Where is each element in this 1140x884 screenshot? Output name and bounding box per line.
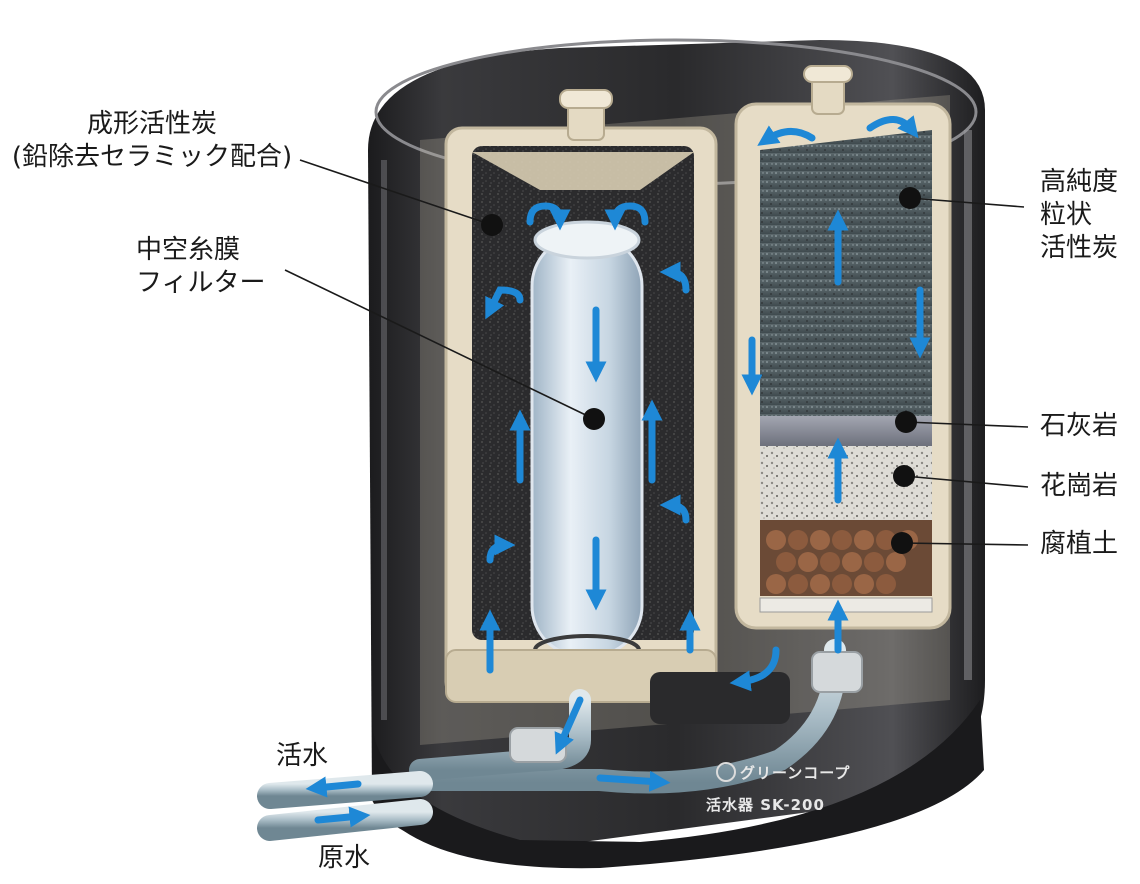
label-high-purity-line3: 活性炭 <box>1040 232 1119 263</box>
cooperative-logo-icon <box>716 762 736 782</box>
label-high-purity-line1: 高純度 <box>1040 167 1119 197</box>
humus-balls <box>766 530 918 594</box>
label-hollow-fiber-line2: フィルター <box>136 267 266 298</box>
flow-arrows <box>305 115 931 828</box>
left-cartridge-funnel <box>472 152 694 190</box>
label-molded-carbon-line2: (鉛除去セラミック配合) <box>11 141 293 172</box>
label-molded-carbon-line1: 成形活性炭 <box>86 109 217 139</box>
label-raw-water: 原水 <box>318 843 371 873</box>
label-hollow-fiber: 中空糸膜 フィルター <box>136 234 265 300</box>
callout-dot-molded-carbon <box>481 214 503 236</box>
label-limestone: 石灰岩 <box>1040 411 1119 441</box>
inlet-valve <box>811 651 863 693</box>
right-bottom-grille <box>759 597 933 613</box>
left-cap-knob <box>559 89 613 109</box>
callout-dot-hollow-fiber <box>583 408 605 430</box>
callout-dot-humus <box>891 532 913 554</box>
external-pipe-upper <box>257 771 433 809</box>
hollow-fiber-tube <box>530 234 644 658</box>
label-high-purity: 高純度 粒状 活性炭 <box>1040 166 1118 264</box>
model-name: 活水器 SK-200 <box>706 796 825 814</box>
callout-dot-high-purity <box>899 187 921 209</box>
housing-base <box>372 700 984 869</box>
granular-carbon-layer <box>760 130 932 416</box>
callout-dot-limestone <box>895 411 917 433</box>
callout-dot-granite <box>893 465 915 487</box>
brand-name: グリーンコープ <box>740 764 851 782</box>
callouts <box>284 159 1029 554</box>
label-high-purity-line2: 粒状 <box>1040 199 1093 230</box>
label-hollow-fiber-line1: 中空糸膜 <box>136 235 241 265</box>
label-treated-water: 活水 <box>276 741 329 771</box>
label-granite: 花崗岩 <box>1040 471 1119 501</box>
center-manifold <box>650 672 790 724</box>
label-humus: 腐植土 <box>1040 529 1119 559</box>
hollow-fiber-cap <box>533 220 641 260</box>
label-molded-carbon: 成形活性炭 (鉛除去セラミック配合) <box>2 108 302 174</box>
right-cap-knob <box>803 65 853 83</box>
